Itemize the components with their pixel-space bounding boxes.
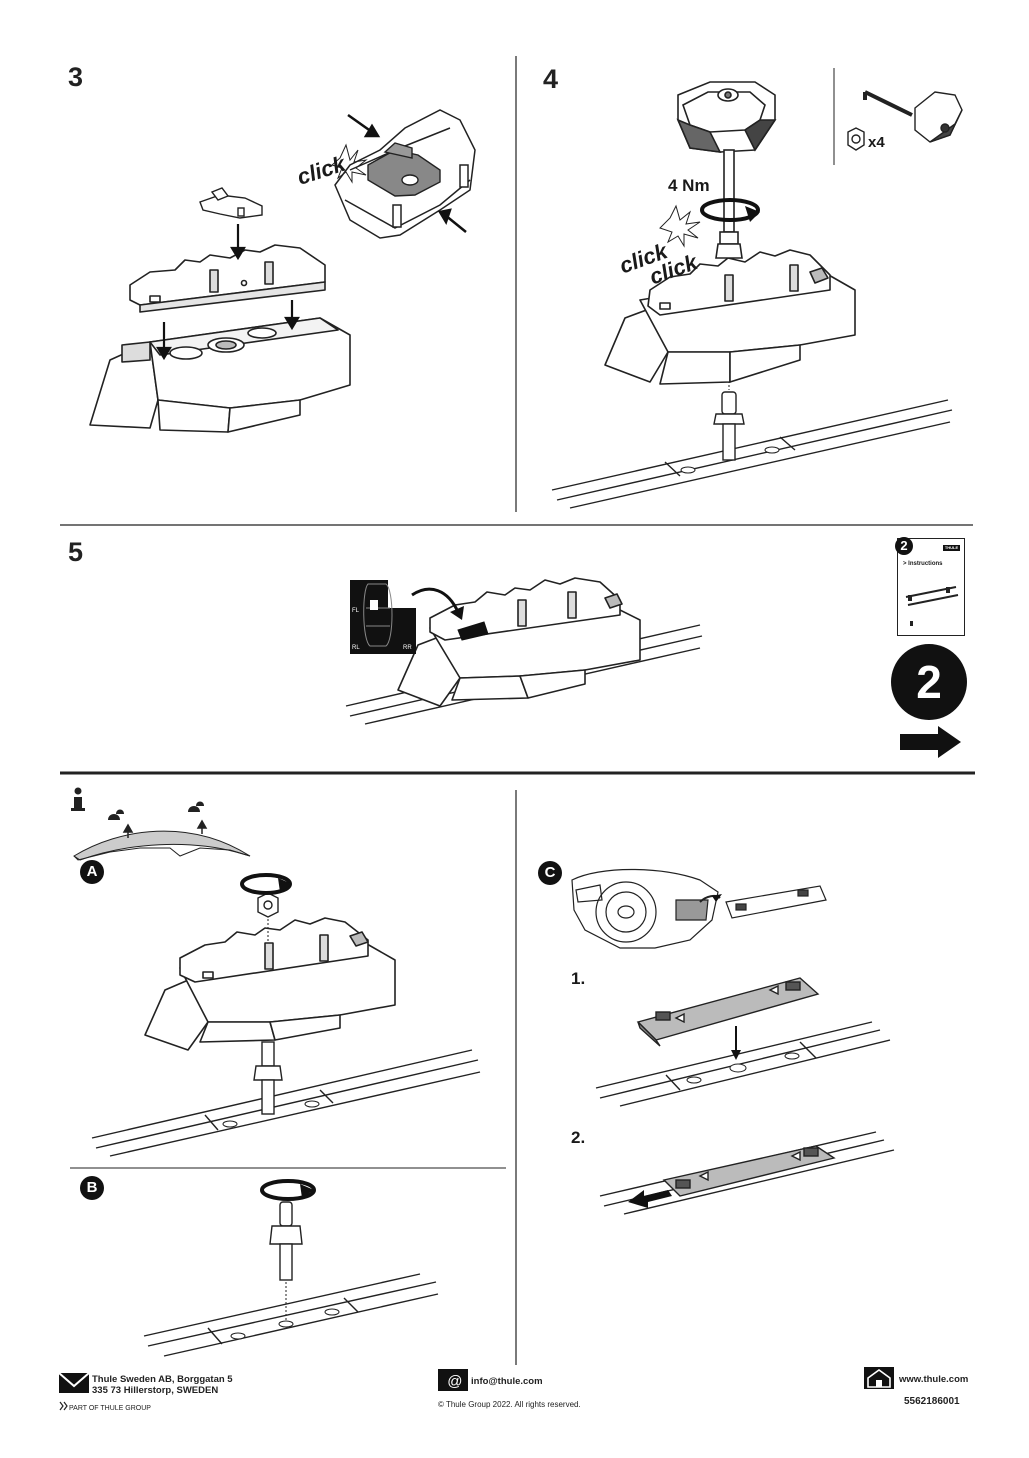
panel-a-badge: A — [80, 860, 104, 884]
position-fl: FL — [352, 608, 360, 614]
footer-address-1: Thule Sweden AB, Borggatan 5 — [92, 1374, 233, 1385]
footer-web-link[interactable]: www.thule.com — [899, 1374, 969, 1385]
step-number-4: 4 — [543, 64, 559, 94]
at-sign-icon: @ — [438, 1369, 468, 1391]
footer-copyright: © Thule Group 2022. All rights reserved. — [438, 1400, 581, 1409]
booklet-brand: THULE — [943, 545, 960, 551]
position-rr: RR — [403, 645, 412, 651]
step-number-5: 5 — [68, 537, 84, 567]
quantity-label: x4 — [868, 134, 885, 151]
panel-c-step-1: 1. — [571, 969, 586, 988]
booklet-bar-icon — [905, 586, 959, 626]
footer-email-link[interactable]: info@thule.com — [471, 1376, 543, 1387]
instructions-booklet: 2 THULE > Instructions — [895, 537, 965, 636]
envelope-icon — [58, 1372, 90, 1393]
next-page-badge: 2 — [891, 644, 967, 720]
footer-address-2: 335 73 Hillerstorp, SWEDEN — [92, 1385, 219, 1396]
torque-label: 4 Nm — [668, 176, 710, 195]
step-number-3: 3 — [68, 62, 84, 92]
booklet-step-badge: 2 — [895, 537, 913, 555]
position-rl: RL — [352, 645, 360, 651]
svg-text:@: @ — [447, 1373, 462, 1390]
double-chevron-icon — [59, 1401, 68, 1411]
panel-b-badge: B — [80, 1176, 104, 1200]
booklet-title: > Instructions — [903, 561, 943, 567]
house-icon — [864, 1367, 894, 1389]
panel-c-step-2: 2. — [571, 1128, 586, 1147]
panel-c-badge: C — [538, 861, 562, 885]
footer-group: PART OF THULE GROUP — [69, 1405, 151, 1412]
footer-doc-number: 5562186001 — [904, 1396, 960, 1407]
